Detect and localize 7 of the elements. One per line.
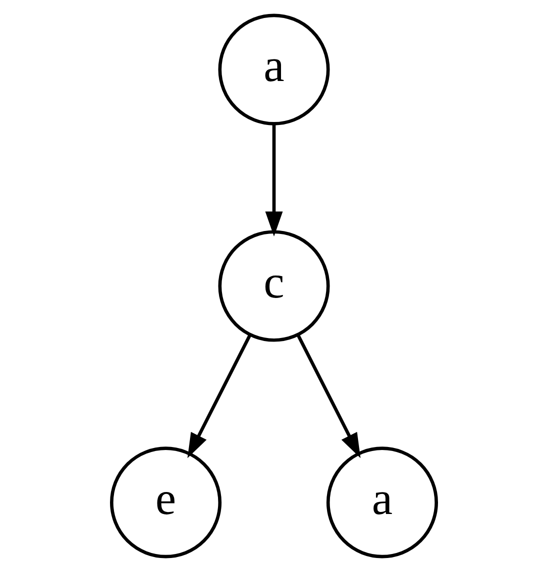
node-circle: a xyxy=(218,14,330,126)
node-circle: a xyxy=(326,446,438,558)
arrow xyxy=(296,334,361,458)
arrow xyxy=(187,334,252,458)
node-circle: c xyxy=(218,230,330,342)
node-circle: e xyxy=(110,446,222,558)
arrow xyxy=(265,124,283,237)
